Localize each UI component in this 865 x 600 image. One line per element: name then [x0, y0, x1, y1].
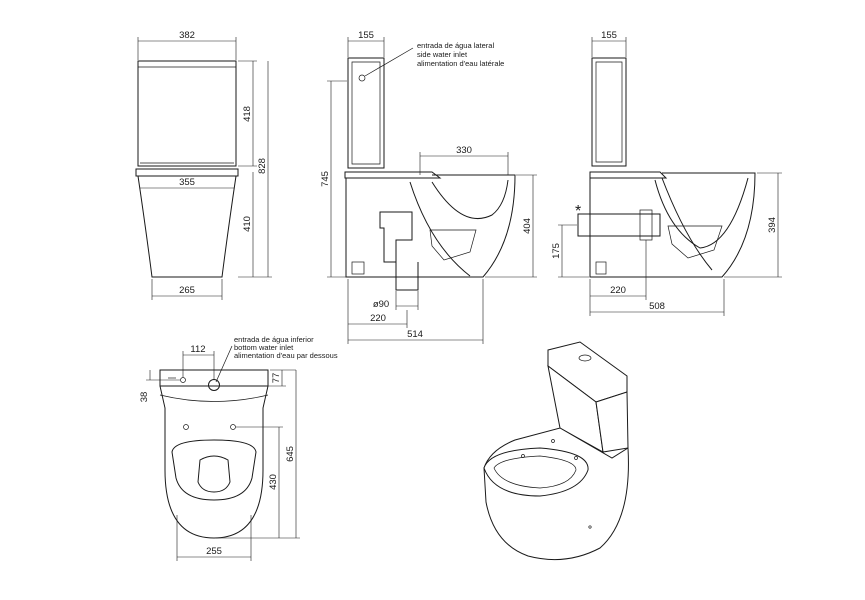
dim-label: 355: [179, 177, 195, 188]
side-water-seal: [429, 229, 477, 261]
side-tank-inner: [351, 61, 381, 165]
top-inlet-marker: [180, 377, 186, 383]
perspective-view: [483, 341, 629, 561]
dim-label: 265: [179, 285, 195, 296]
inlet-leader: [364, 47, 414, 77]
dim-label: 155: [358, 30, 374, 41]
top-seat-hinge-line: [159, 394, 269, 402]
dim-label: 514: [407, 329, 423, 340]
side-view-left: 155 entrada de água lateral side water i…: [320, 30, 537, 344]
front-tank-outline: [137, 60, 237, 167]
side-foot: [351, 261, 365, 275]
dim-label: 382: [179, 30, 195, 41]
side-seat-band: [589, 171, 668, 179]
iso-bowl-inner: [493, 455, 577, 489]
inlet-label-fr: alimentation d'eau par dessous: [234, 351, 338, 360]
side-tank-inner: [595, 61, 623, 163]
dim-label: 255: [206, 546, 222, 557]
iso-fixing-hole: [574, 456, 578, 460]
dim-label: 410: [242, 216, 253, 232]
side-tank-outline: [591, 57, 627, 167]
iso-fixing-hole: [551, 439, 555, 443]
dim-label: 77: [271, 373, 282, 384]
asterisk-note: *: [575, 203, 581, 220]
dim-label: 155: [601, 30, 617, 41]
front-seat-band: [135, 168, 239, 177]
side-foot: [595, 261, 607, 275]
dim-label: 418: [242, 106, 253, 122]
side-horizontal-outlet: [577, 213, 661, 237]
side-bowl-inner: [409, 181, 471, 277]
side-seat-band: [344, 171, 442, 179]
inlet-label-en: bottom water inlet: [234, 343, 294, 352]
top-drain-opening: [197, 455, 231, 493]
side-water-seal: [667, 225, 723, 259]
dim-label: 645: [285, 446, 296, 462]
dim-label: 220: [610, 285, 626, 296]
dim-label: 394: [767, 217, 778, 233]
inlet-label-fr: alimentation d'eau latérale: [417, 59, 504, 68]
iso-flush-button: [578, 354, 592, 362]
dim-label: 508: [649, 301, 665, 312]
dim-label: 220: [370, 313, 386, 324]
side-body-outline: [589, 172, 756, 278]
seat-fixing-hole-left: [183, 424, 189, 430]
inlet-label-pt: entrada de água inferior: [234, 335, 314, 344]
inlet-leader: [215, 345, 233, 383]
front-bowl-outline: [137, 175, 237, 278]
top-bowl-inner: [171, 439, 257, 501]
bottom-inlet-hole: [208, 379, 220, 391]
dim-label: 745: [320, 171, 331, 187]
iso-screw-mark: [588, 525, 592, 529]
side-bowl-inner: [654, 177, 749, 249]
inlet-label-pt: entrada de água lateral: [417, 41, 494, 50]
dim-label: 330: [456, 145, 472, 156]
dim-label: 38: [139, 392, 150, 403]
front-view: 382 418 828 355 410 265: [135, 30, 272, 300]
dim-label: 404: [522, 218, 533, 234]
inlet-label-en: side water inlet: [417, 50, 468, 59]
side-bowl-curve: [661, 177, 713, 271]
seat-fixing-hole-right: [230, 424, 236, 430]
side-view-right: * 155 394 175 220 508: [551, 30, 782, 316]
side-inlet-marker: [358, 74, 366, 82]
side-outlet-pipe: [395, 262, 419, 291]
side-bowl-curve: [431, 179, 509, 219]
side-tank-outline: [347, 57, 385, 169]
iso-fixing-hole: [521, 454, 525, 458]
dim-label: 828: [257, 158, 268, 174]
side-trap: [379, 211, 413, 263]
top-bowl-outline: [159, 385, 269, 539]
dim-label: 430: [268, 474, 279, 490]
dim-label: 112: [190, 344, 205, 355]
top-view: entrada de água inferior bottom water in…: [139, 335, 338, 561]
side-body-outline: [345, 174, 516, 278]
dim-label: ø90: [373, 299, 389, 310]
dim-label: 175: [551, 243, 562, 259]
